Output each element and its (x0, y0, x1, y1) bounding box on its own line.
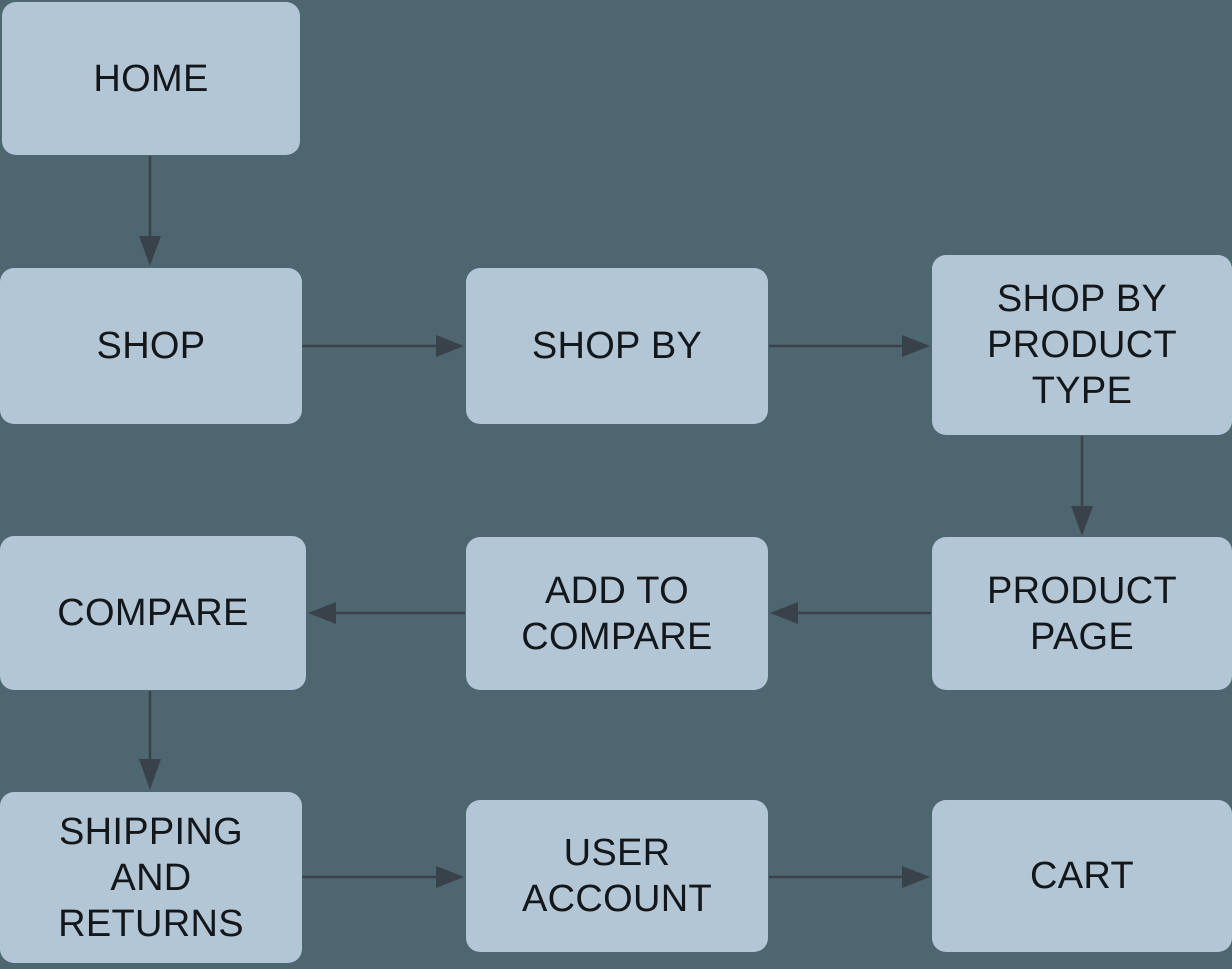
arrow-user-account-to-cart (769, 866, 930, 888)
arrowhead-right-icon (902, 335, 930, 357)
node-add-to-compare: ADD TO COMPARE (466, 537, 768, 690)
arrow-shop-to-shop-by (302, 335, 464, 357)
arrowhead-right-icon (902, 866, 930, 888)
arrowhead-down-icon (139, 236, 161, 266)
arrowhead-down-icon (1071, 506, 1093, 536)
arrow-home-to-shop (139, 156, 161, 266)
node-user-account: USER ACCOUNT (466, 800, 768, 952)
arrow-shipping-and-returns-to-user-account (302, 866, 464, 888)
node-shop-by-label: SHOP BY (531, 325, 703, 367)
node-cart-label: CART (1030, 855, 1134, 897)
node-home: HOME (2, 2, 300, 155)
arrowhead-left-icon (308, 602, 336, 624)
node-shop-by: SHOP BY (466, 268, 768, 424)
node-compare: COMPARE (0, 536, 306, 690)
node-user-account-label: USER ACCOUNT (522, 832, 712, 920)
arrow-compare-to-shipping-and-returns (139, 691, 161, 790)
arrow-shop-by-to-shop-by-product-type (769, 335, 930, 357)
node-product-page-label: PRODUCT PAGE (987, 569, 1177, 658)
arrow-product-page-to-add-to-compare (770, 602, 931, 624)
node-shop-by-product-type: SHOP BY PRODUCT TYPE (932, 255, 1232, 435)
node-add-to-compare-label: ADD TO COMPARE (521, 569, 713, 658)
arrowhead-down-icon (139, 759, 161, 790)
node-shipping-and-returns: SHIPPING AND RETURNS (0, 792, 302, 963)
node-home-label: HOME (93, 57, 209, 100)
node-cart: CART (932, 800, 1232, 952)
node-shipping-and-returns-label: SHIPPING AND RETURNS (58, 810, 244, 945)
node-compare-label: COMPARE (57, 592, 249, 634)
node-product-page: PRODUCT PAGE (932, 537, 1232, 690)
arrowhead-right-icon (436, 335, 464, 357)
arrow-shop-by-product-type-to-product-page (1071, 436, 1093, 536)
arrowhead-left-icon (770, 602, 798, 624)
node-shop-label: SHOP (96, 325, 206, 367)
node-shop: SHOP (0, 268, 302, 424)
arrowhead-right-icon (436, 866, 464, 888)
arrow-add-to-compare-to-compare (308, 602, 465, 624)
node-shop-by-product-type-label: SHOP BY PRODUCT TYPE (987, 278, 1177, 412)
